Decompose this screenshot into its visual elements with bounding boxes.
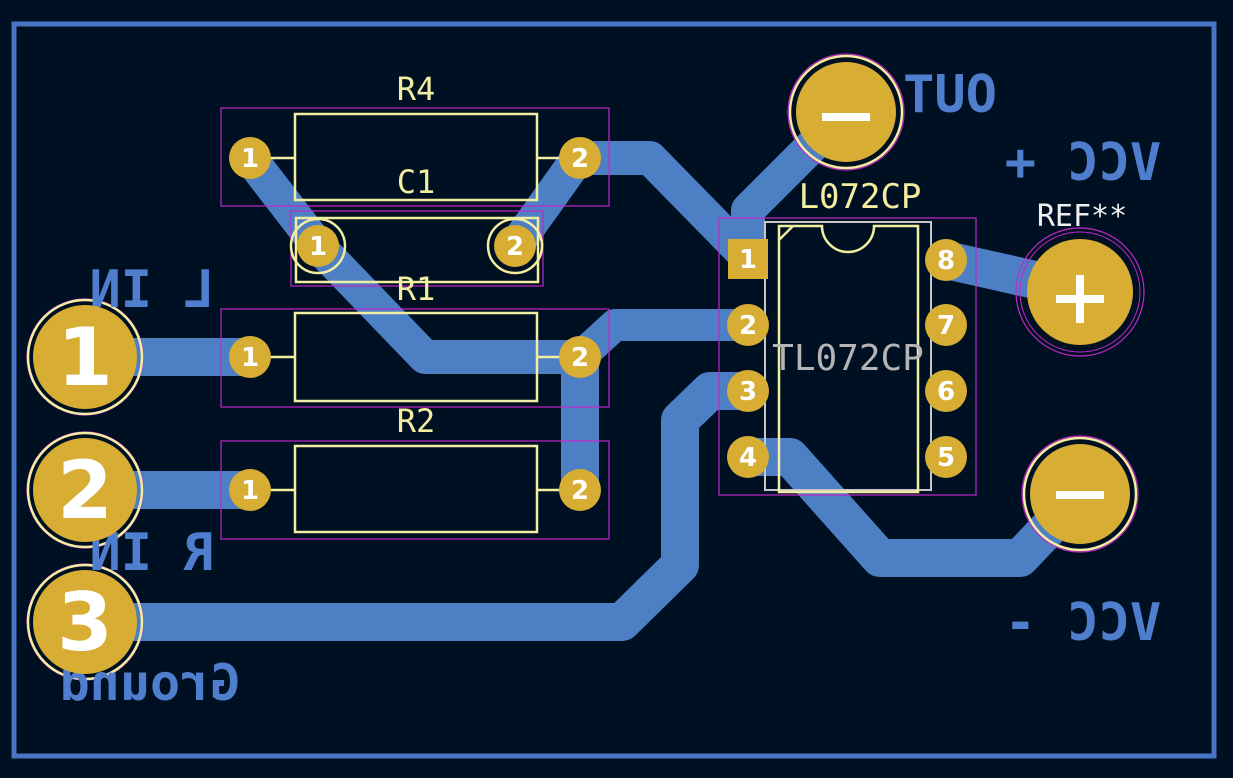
courtyard-r1 [220, 308, 610, 408]
ic-pad-2-num: 2 [739, 311, 757, 341]
pad3-number: 3 [57, 576, 113, 669]
r4-pad-1-num: 1 [241, 144, 259, 174]
courtyard-vcc-minus [1021, 435, 1139, 553]
vcc-plus-glyph-v [1076, 275, 1084, 323]
ic-pad-7-num: 7 [937, 311, 955, 341]
ic-fab-value: TL072CP [772, 338, 924, 379]
silkscreen-references: R4 C1 R1 R2 L072CP [397, 70, 922, 440]
ref-mark-label: REF** [1037, 199, 1127, 234]
back-silkscreen: OUT VCC + VCC - L IN R IN Ground [60, 65, 1162, 712]
ref-r1: R1 [397, 270, 436, 308]
r2-pad-2-num: 2 [571, 476, 589, 506]
c1-pad-2-num: 2 [506, 232, 524, 262]
ic-pad-5 [925, 436, 967, 478]
out-ring [788, 54, 904, 170]
ref-c1: C1 [397, 163, 436, 201]
pad3-ring [26, 563, 144, 681]
vcc-plus-ring [1019, 231, 1141, 353]
r2-pad-1-num: 1 [241, 476, 259, 506]
pad1-ring [26, 298, 144, 416]
ic-pad-3 [727, 370, 769, 412]
pad1 [33, 305, 137, 409]
c1-pad-1 [297, 225, 339, 267]
c1-pad-2 [494, 225, 536, 267]
ic-pin1-mark [778, 225, 794, 241]
silkscreen-outlines [26, 54, 1141, 681]
copper-traces [66, 95, 1099, 641]
ic-pad-6 [925, 370, 967, 412]
pad2-number: 2 [57, 444, 113, 537]
ic-body [777, 224, 920, 494]
ref-r4: R4 [397, 70, 436, 108]
ic-pad-1-num: 1 [739, 245, 757, 275]
c1-pad-1-num: 1 [309, 232, 327, 262]
c1-body [294, 216, 540, 284]
r1-pad-2 [559, 336, 601, 378]
courtyard-r2 [220, 440, 610, 540]
r1-pad-2-num: 2 [571, 343, 589, 373]
ic-fab-outline [764, 221, 932, 491]
large-pad-glyphs: 1 2 3 [57, 113, 1104, 669]
back-label-vcc-minus: VCC - [1005, 593, 1162, 653]
trace-ground [66, 372, 767, 641]
ic-pad-8-num: 8 [937, 246, 955, 276]
trace-r4-to-r1 [233, 141, 597, 374]
pad1-number: 1 [57, 311, 113, 404]
pad2 [33, 438, 137, 542]
ic-pad-3-num: 3 [739, 377, 757, 407]
r1-pad-1 [229, 336, 271, 378]
back-label-vcc-plus: VCC + [1005, 133, 1162, 193]
courtyard-r4 [220, 107, 610, 207]
c1-pad2-ring [486, 217, 544, 275]
vcc-minus-ring [1022, 436, 1138, 552]
ic-pad-4-num: 4 [739, 443, 757, 473]
small-pad-numbers: 1 2 1 2 1 2 1 2 1 2 3 4 5 6 7 8 [241, 144, 955, 506]
out-minus-glyph [822, 113, 870, 121]
ic-value-label: L072CP [799, 177, 922, 217]
ic-pad-7 [925, 304, 967, 346]
ic-pad-6-num: 6 [937, 377, 955, 407]
ic-pad-8 [925, 239, 967, 281]
vcc-minus-glyph [1056, 491, 1104, 499]
back-label-out: OUT [903, 65, 997, 125]
pad2-ring [26, 431, 144, 549]
courtyard-vcc-plus [1015, 227, 1145, 357]
r4-pad-1 [229, 137, 271, 179]
r4-pad-2-num: 2 [571, 144, 589, 174]
out-pad [796, 62, 896, 162]
r4-pad-2 [559, 137, 601, 179]
trace-vcc-minus [729, 438, 1099, 577]
ic-pad-1 [728, 239, 768, 279]
ic-pad-5-num: 5 [937, 443, 955, 473]
ic-pad-4 [727, 436, 769, 478]
courtyard-ic [718, 217, 977, 496]
courtyard-out [787, 53, 905, 171]
pad3 [33, 570, 137, 674]
small-pads [229, 137, 967, 511]
trace-r4-to-ic-pin1 [561, 141, 765, 275]
r1-pad-1-num: 1 [241, 343, 259, 373]
ic-pad-2 [727, 304, 769, 346]
c1-pad1-ring [289, 217, 347, 275]
board-edge-cut [11, 21, 1217, 759]
back-label-l-in: L IN [89, 260, 214, 320]
r2-pad-2 [559, 469, 601, 511]
ref-r2: R2 [397, 402, 436, 440]
r2-pad-1 [229, 469, 271, 511]
